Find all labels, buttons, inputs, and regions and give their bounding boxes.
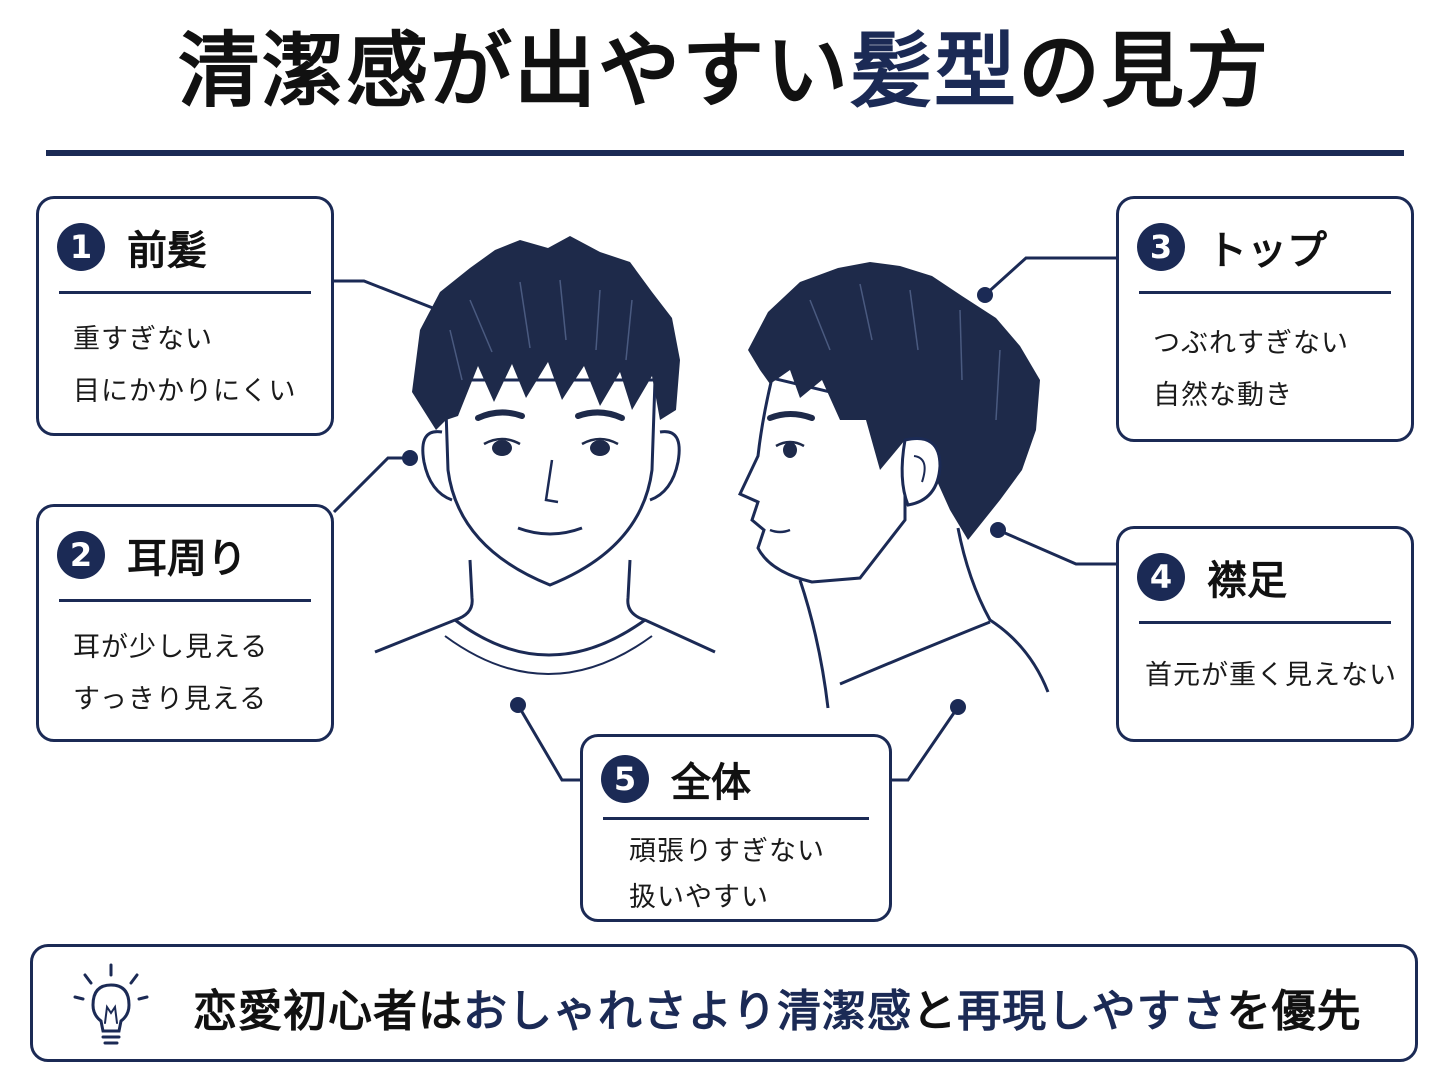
title-underline bbox=[46, 150, 1404, 156]
box-text-line: 扱いやすい bbox=[629, 882, 769, 913]
box-text-line: 自然な動き bbox=[1153, 380, 1293, 411]
box-header: 4 襟足 bbox=[1137, 549, 1393, 605]
number-badge: 1 bbox=[57, 223, 105, 271]
box-text-line: 首元が重く見えない bbox=[1145, 660, 1397, 691]
point-box-ears: 2 耳周り 耳が少し見える すっきり見える bbox=[36, 504, 334, 742]
tip-text-seg: 恋愛初心者は bbox=[193, 986, 463, 1037]
connector-5b bbox=[892, 706, 960, 782]
box-divider bbox=[603, 817, 869, 820]
side-hair bbox=[748, 262, 1040, 540]
page-title: 清潔感が出やすい髪型の見方 bbox=[0, 22, 1448, 122]
tip-text-accent: 再現しやすさ bbox=[957, 986, 1227, 1037]
tip-text: 恋愛初心者はおしゃれさより清潔感と再現しやすさを優先 bbox=[193, 975, 1362, 1039]
box-divider bbox=[1139, 291, 1391, 294]
box-title: 耳周り bbox=[127, 536, 247, 582]
tip-text-seg: と bbox=[912, 986, 958, 1037]
dot-nape bbox=[990, 522, 1006, 538]
box-header: 1 前髪 bbox=[57, 219, 313, 275]
point-box-top: 3 トップ つぶれすぎない 自然な動き bbox=[1116, 196, 1414, 442]
number-badge: 2 bbox=[57, 531, 105, 579]
box-title: 襟足 bbox=[1207, 558, 1287, 604]
tip-text-accent: おしゃれさより bbox=[463, 986, 778, 1037]
box-text-line: すっきり見える bbox=[73, 684, 268, 715]
title-part-2: の見方 bbox=[1018, 24, 1271, 119]
box-divider bbox=[59, 599, 311, 602]
connector-3 bbox=[983, 256, 1118, 297]
tip-banner: 恋愛初心者はおしゃれさより清潔感と再現しやすさを優先 bbox=[30, 944, 1418, 1062]
number-badge: 3 bbox=[1137, 223, 1185, 271]
box-text-line: 頑張りすぎない bbox=[629, 836, 825, 867]
tip-text-accent: 清潔感 bbox=[777, 986, 913, 1037]
box-header: 2 耳周り bbox=[57, 527, 313, 583]
connector-1 bbox=[334, 279, 444, 314]
point-box-bangs: 1 前髪 重すぎない 目にかかりにくい bbox=[36, 196, 334, 436]
point-box-nape: 4 襟足 首元が重く見えない bbox=[1116, 526, 1414, 742]
box-text-line: 目にかかりにくい bbox=[73, 376, 297, 407]
connector-2 bbox=[332, 456, 410, 514]
box-text-line: 重すぎない bbox=[73, 324, 213, 355]
title-accent: 髪型 bbox=[849, 24, 1018, 119]
box-header: 5 全体 bbox=[601, 751, 871, 807]
point-box-overall: 5 全体 頑張りすぎない 扱いやすい bbox=[580, 734, 892, 922]
dot-overall-left bbox=[510, 697, 526, 713]
side-face-illustration bbox=[737, 262, 1050, 709]
box-header: 3 トップ bbox=[1137, 219, 1393, 275]
dot-top bbox=[977, 287, 993, 303]
lightbulb-icon bbox=[73, 963, 149, 1045]
connector-5a bbox=[516, 704, 580, 782]
front-hair bbox=[412, 236, 680, 430]
box-divider bbox=[1139, 621, 1391, 624]
box-title: 前髪 bbox=[127, 228, 207, 274]
box-title: トップ bbox=[1207, 228, 1327, 274]
box-title: 全体 bbox=[671, 760, 751, 806]
number-badge: 5 bbox=[601, 755, 649, 803]
dot-ears bbox=[402, 450, 418, 466]
connector-4 bbox=[997, 528, 1118, 566]
dot-overall-right bbox=[950, 699, 966, 715]
number-badge: 4 bbox=[1137, 553, 1185, 601]
box-text-line: 耳が少し見える bbox=[73, 632, 269, 663]
tip-text-seg: を優先 bbox=[1226, 986, 1362, 1037]
box-divider bbox=[59, 291, 311, 294]
title-part-1: 清潔感が出やすい bbox=[177, 24, 850, 119]
front-face-illustration bbox=[374, 236, 716, 675]
box-text-line: つぶれすぎない bbox=[1153, 328, 1349, 359]
